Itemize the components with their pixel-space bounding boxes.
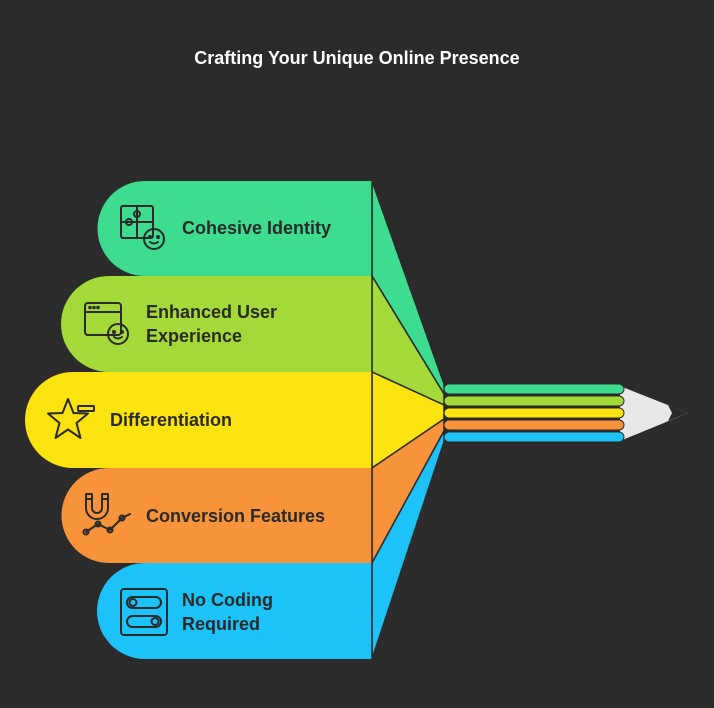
label-cohesive-identity: Cohesive Identity — [182, 218, 332, 238]
label-differentiation: Differentiation — [110, 410, 233, 430]
stripe-0 — [443, 383, 625, 395]
label-enhanced-user-experience: Enhanced User Experience — [146, 302, 278, 346]
magnet-graph-icon — [82, 493, 131, 536]
stripe-2 — [443, 407, 625, 419]
pill-2 — [25, 372, 372, 468]
stripe-3 — [443, 419, 625, 431]
label-no-coding-required: No Coding Required — [182, 590, 273, 634]
stripe-4 — [443, 431, 625, 443]
pill-1 — [61, 276, 372, 372]
pill-3 — [61, 468, 372, 563]
diagram-title: Crafting Your Unique Online Presence — [194, 48, 520, 68]
puzzle-face-icon — [120, 205, 165, 250]
label-conversion-features: Conversion Features — [146, 506, 326, 526]
pencil-lead — [668, 405, 688, 421]
pill-0 — [97, 181, 372, 276]
browser-face-icon — [84, 302, 129, 345]
stripe-1 — [443, 395, 625, 407]
pencil-tip — [620, 386, 688, 441]
toggle-switches-icon — [120, 588, 168, 636]
star-icon — [47, 398, 95, 439]
